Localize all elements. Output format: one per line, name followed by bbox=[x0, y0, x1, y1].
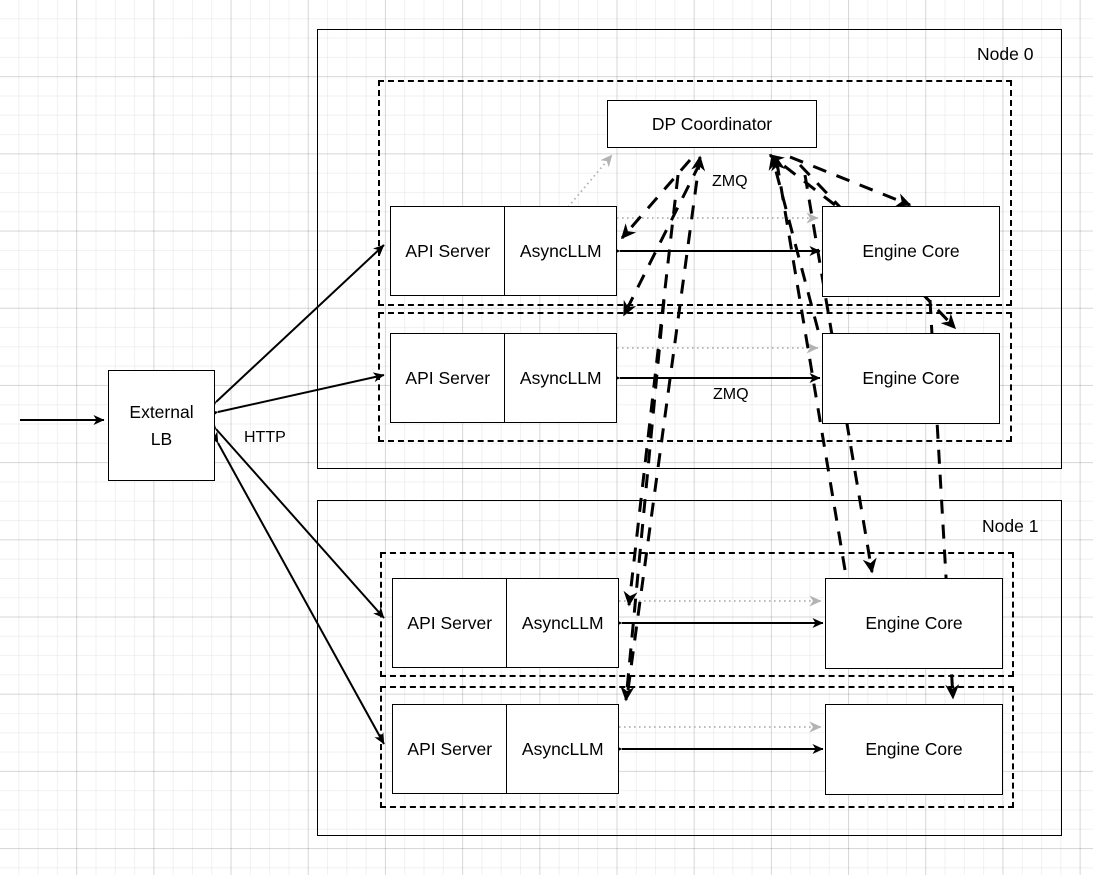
asyncllm-cell: AsyncLLM bbox=[504, 334, 616, 422]
node-0-group-1 bbox=[378, 312, 1012, 442]
dp-coordinator-box[interactable]: DP Coordinator bbox=[607, 100, 817, 148]
zmq-label-top: ZMQ bbox=[712, 173, 748, 190]
node-1-group-1 bbox=[380, 686, 1014, 808]
external-lb-label-line2: LB bbox=[150, 428, 173, 449]
zmq-coordinator-to-asyncllm-n0g0 bbox=[620, 159, 692, 240]
node-0-group-0 bbox=[378, 80, 1012, 306]
node-1-group-0-enginecore-box[interactable]: Engine Core bbox=[825, 578, 1003, 669]
engine-core-label: Engine Core bbox=[865, 739, 963, 759]
api-server-cell: API Server bbox=[405, 367, 491, 388]
api-server-cell: API Server bbox=[407, 738, 493, 759]
lb-to-apiserver-n1g1 bbox=[208, 431, 385, 745]
node-1-label: Node 1 bbox=[982, 516, 1039, 536]
zmq-coordinator-to-asyncllm-n1g0 bbox=[623, 174, 680, 607]
node-1-group-1-enginecore-box[interactable]: Engine Core bbox=[825, 704, 1003, 795]
node-1-frame bbox=[317, 500, 1062, 836]
zmq-coordinator-to-asyncllm-n0g1 bbox=[622, 162, 702, 317]
node-0-group-1-enginecore-box[interactable]: Engine Core bbox=[822, 333, 1000, 424]
node-0-group-0-enginecore-box[interactable]: Engine Core bbox=[822, 206, 1000, 297]
node-0-group-0-apiserver-box[interactable]: API Server AsyncLLM bbox=[390, 206, 617, 296]
external-lb-label-line1: External bbox=[129, 402, 194, 423]
zmq-enginecore-n0g1-to-coordinator bbox=[768, 154, 820, 331]
http-label: HTTP bbox=[244, 429, 286, 446]
node-1-group-0-apiserver-box[interactable]: API Server AsyncLLM bbox=[392, 578, 619, 668]
api-server-cell: API Server bbox=[405, 240, 491, 261]
zmq-enginecore-n1g0-to-coordinator bbox=[771, 155, 847, 571]
asyncllm-cell: AsyncLLM bbox=[506, 579, 618, 667]
api-server-cell: API Server bbox=[407, 612, 493, 633]
node-0-label: Node 0 bbox=[977, 44, 1034, 64]
node-0-frame bbox=[317, 29, 1062, 469]
node-1-group-1-apiserver-box[interactable]: API Server AsyncLLM bbox=[392, 704, 619, 794]
dotted-asyncllm-to-coordinator bbox=[567, 154, 613, 208]
node-1-group-0 bbox=[380, 552, 1014, 677]
engine-core-label: Engine Core bbox=[865, 613, 963, 633]
zmq-label-row2: ZMQ bbox=[713, 386, 749, 403]
zmq-coordinator-to-enginecore-n0g0 bbox=[789, 155, 912, 207]
asyncllm-cell: AsyncLLM bbox=[506, 705, 618, 793]
engine-core-label: Engine Core bbox=[862, 241, 960, 261]
lb-to-apiserver-n0g1 bbox=[206, 372, 385, 420]
engine-core-label: Engine Core bbox=[862, 368, 960, 388]
dp-coordinator-label: DP Coordinator bbox=[651, 113, 773, 134]
node-0-group-1-apiserver-box[interactable]: API Server AsyncLLM bbox=[390, 333, 617, 423]
asyncllm-cell: AsyncLLM bbox=[504, 207, 616, 295]
external-lb-box[interactable]: External LB bbox=[108, 370, 215, 481]
zmq-enginecore-n0g0-to-coordinator bbox=[768, 153, 836, 207]
